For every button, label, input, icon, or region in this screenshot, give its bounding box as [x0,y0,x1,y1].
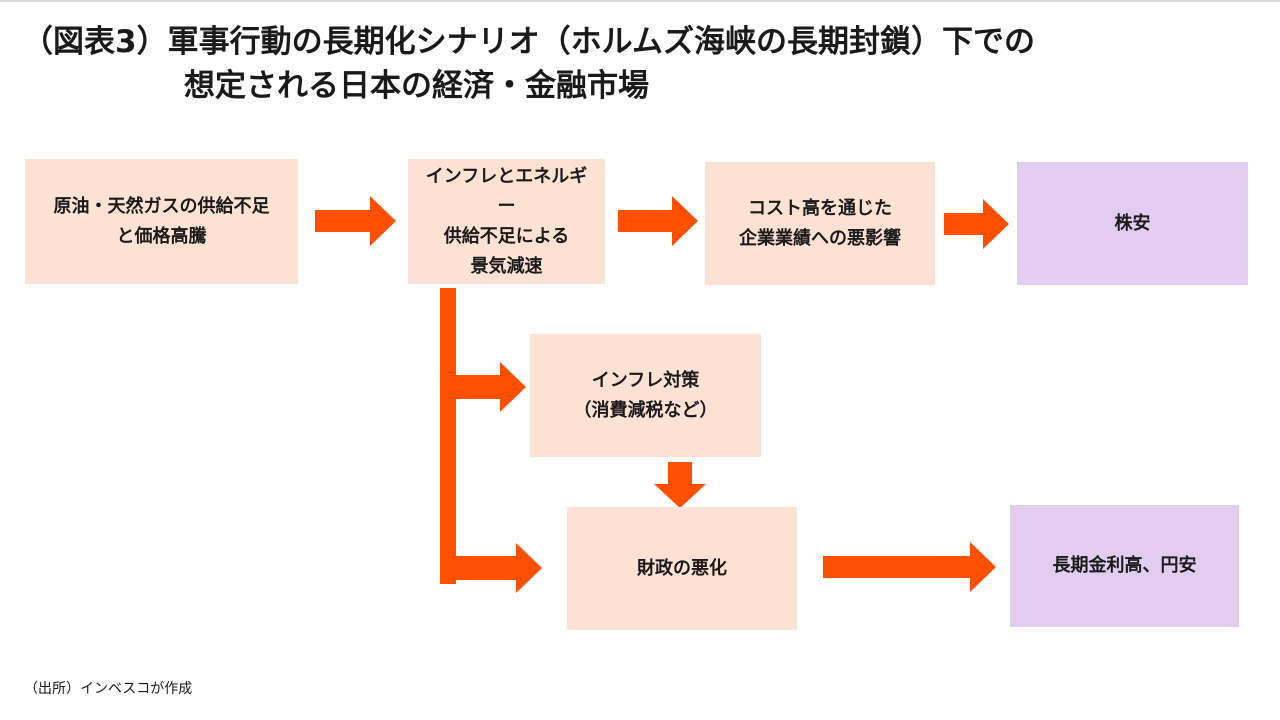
arrow-inflation-to-cost [618,196,698,246]
box-text-line: 供給不足による [443,225,570,247]
arrow-measures-to-fiscal [654,462,706,508]
title-line-1: （図表3）軍事行動の長期化シナリオ（ホルムズ海峡の長期封鎖）下での [22,24,1035,60]
box-text-line: 原油・天然ガスの供給不足 [53,195,270,217]
box-text-line: 財政の悪化 [637,557,727,579]
source-note: （出所）インベスコが作成 [24,681,193,697]
arrow-cost-to-stock [944,199,1009,249]
box-text-line: インフレ対策 [591,369,700,391]
arrow-trunk-to-fiscal [456,543,542,593]
box-text-line: インフレとエネルギー [425,165,588,217]
box-text-line: 株安 [1114,212,1151,234]
page-title: （図表3）軍事行動の長期化シナリオ（ホルムズ海峡の長期封鎖）下での 想定される日… [22,20,1262,108]
box-oil-gas: 原油・天然ガスの供給不足 と価格高騰 [25,159,298,284]
box-text-line: 景気減速 [470,255,543,277]
box-text-line: （消費減税など） [573,399,718,421]
box-rates-yen: 長期金利高、円安 [1010,505,1239,627]
box-fiscal-worse: 財政の悪化 [567,507,797,630]
box-text-line: と価格高騰 [116,225,207,247]
box-text-line: 長期金利高、円安 [1052,555,1197,576]
arrow-oil-to-inflation [315,196,396,246]
arrow-trunk-to-measures [456,362,526,412]
box-cost-high: コスト高を通じた 企業業績への悪影響 [705,162,935,285]
trunk-line [440,288,456,584]
box-inflation-measures: インフレ対策 （消費減税など） [530,334,761,457]
box-stock-down: 株安 [1017,162,1248,285]
top-rule [0,0,1280,2]
box-inflation-energy: インフレとエネルギー 供給不足による 景気減速 [408,159,605,284]
arrow-fiscal-to-rates [823,542,996,592]
title-line-2: 想定される日本の経済・金融市場 [184,68,649,104]
box-text-line: 企業業績への悪影響 [739,227,901,249]
box-text-line: コスト高を通じた [748,197,892,219]
